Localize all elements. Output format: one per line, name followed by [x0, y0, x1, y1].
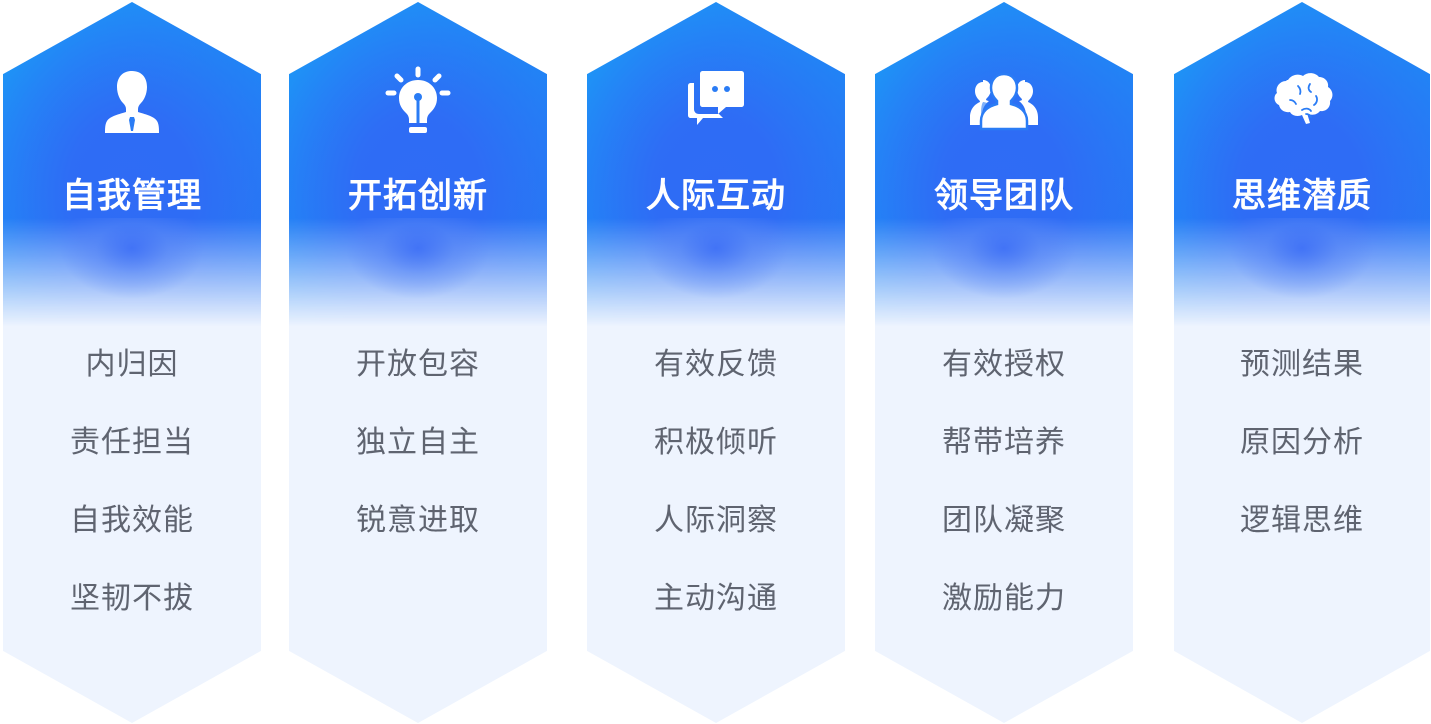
competency-item: 自我效能 — [70, 503, 194, 538]
competency-item: 责任担当 — [70, 425, 194, 460]
lightbulb-icon — [382, 66, 454, 138]
competency-item: 预测结果 — [1240, 347, 1364, 382]
card-title: 人际互动 — [646, 176, 786, 216]
card-innovation: 开拓创新 开放包容 独立自主 锐意进取 — [289, 2, 547, 723]
header-glow — [931, 218, 1077, 320]
card-header-gradient — [587, 2, 845, 723]
header-glow — [643, 218, 789, 320]
competency-item: 主动沟通 — [654, 581, 778, 616]
card-title: 思维潜质 — [1232, 176, 1372, 216]
competency-item: 人际洞察 — [654, 503, 778, 538]
competency-item: 有效授权 — [942, 347, 1066, 382]
card-team-leadership: 领导团队 有效授权 帮带培养 团队凝聚 激励能力 — [875, 2, 1133, 723]
card-title: 开拓创新 — [348, 176, 488, 216]
header-glow — [345, 218, 491, 320]
competency-item: 内归因 — [85, 347, 179, 382]
competency-list: 有效授权 帮带培养 团队凝聚 激励能力 — [875, 342, 1133, 654]
competency-item: 坚韧不拔 — [70, 581, 194, 616]
competency-item: 独立自主 — [356, 425, 480, 460]
competency-item: 激励能力 — [942, 581, 1066, 616]
competency-item: 逻辑思维 — [1240, 503, 1364, 538]
competency-list: 预测结果 原因分析 逻辑思维 — [1174, 342, 1430, 576]
competency-list: 开放包容 独立自主 锐意进取 — [289, 342, 547, 576]
competency-item: 原因分析 — [1240, 425, 1364, 460]
card-thinking-potential: 思维潜质 预测结果 原因分析 逻辑思维 — [1174, 2, 1430, 723]
brain-icon — [1266, 66, 1338, 138]
competency-list: 有效反馈 积极倾听 人际洞察 主动沟通 — [587, 342, 845, 654]
card-title: 自我管理 — [62, 176, 202, 216]
card-title: 领导团队 — [934, 176, 1074, 216]
competency-item: 锐意进取 — [356, 503, 480, 538]
header-glow — [59, 218, 205, 320]
competency-item: 帮带培养 — [942, 425, 1066, 460]
team-group-icon — [968, 66, 1040, 138]
chat-bubbles-icon — [680, 66, 752, 138]
card-interpersonal: 人际互动 有效反馈 积极倾听 人际洞察 主动沟通 — [587, 2, 845, 723]
card-self-management: 自我管理 内归因 责任担当 自我效能 坚韧不拔 — [3, 2, 261, 723]
card-header-gradient — [1174, 2, 1430, 723]
competency-item: 团队凝聚 — [942, 503, 1066, 538]
competency-item: 积极倾听 — [654, 425, 778, 460]
person-with-tie-icon — [96, 66, 168, 138]
competency-list: 内归因 责任担当 自我效能 坚韧不拔 — [3, 342, 261, 654]
competency-item: 开放包容 — [356, 347, 480, 382]
header-glow — [1230, 218, 1374, 320]
competency-item: 有效反馈 — [654, 347, 778, 382]
